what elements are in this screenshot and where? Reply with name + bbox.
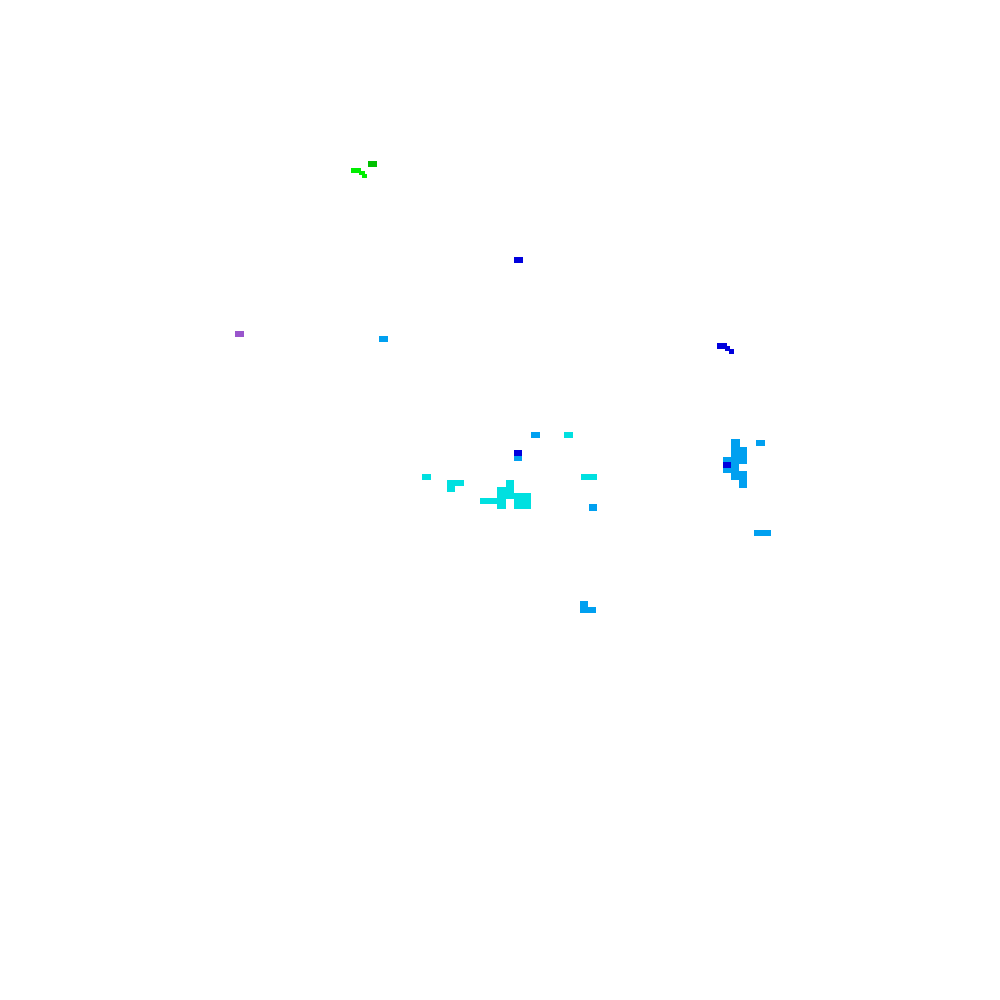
central-cluster — [422, 432, 597, 511]
cyan-patch — [564, 432, 573, 438]
cyan-patch — [497, 499, 506, 509]
green-patch-group — [351, 161, 377, 178]
sky-blue-patch — [580, 601, 588, 608]
purple-patch — [235, 331, 244, 337]
cyan-patch — [447, 486, 455, 492]
cyan-patch — [497, 487, 514, 493]
cyan-patch — [497, 493, 531, 499]
lower-cluster — [580, 601, 596, 613]
cyan-patch — [480, 498, 497, 504]
sky-blue-patch — [731, 439, 740, 447]
cyan-patch — [581, 474, 597, 480]
sky-blue-patch — [756, 440, 765, 446]
sky-blue-patch — [731, 464, 739, 473]
sky-blue-patch — [723, 457, 747, 464]
sky-blue-patch — [514, 456, 522, 461]
green-patch — [362, 174, 367, 178]
sky-blue-patch — [589, 504, 597, 511]
blue-patch — [514, 257, 523, 263]
cyan-patch — [514, 499, 531, 509]
green-patch — [351, 168, 361, 173]
blue-patch — [723, 462, 731, 468]
blue-curl-group — [717, 343, 734, 354]
blue-patch — [725, 346, 730, 351]
sky-blue-patch — [754, 530, 771, 536]
sky-blue-patch — [739, 480, 747, 488]
sky-blue-patch — [580, 607, 596, 613]
cyan-patch — [422, 474, 431, 480]
green-patch — [359, 171, 365, 175]
sky-blue-patch — [723, 468, 731, 473]
sky-blue-patch — [731, 471, 747, 480]
blue-patch — [717, 343, 727, 349]
green-patch — [368, 161, 377, 167]
cyan-patch — [506, 480, 514, 487]
cyan-patch — [447, 480, 464, 486]
blue-patch — [514, 450, 522, 456]
sky-blue-patch — [379, 336, 388, 342]
sky-blue-patch — [531, 432, 540, 438]
sky-blue-patch — [731, 447, 747, 457]
right-cluster — [723, 439, 771, 536]
blue-patch — [729, 349, 734, 354]
